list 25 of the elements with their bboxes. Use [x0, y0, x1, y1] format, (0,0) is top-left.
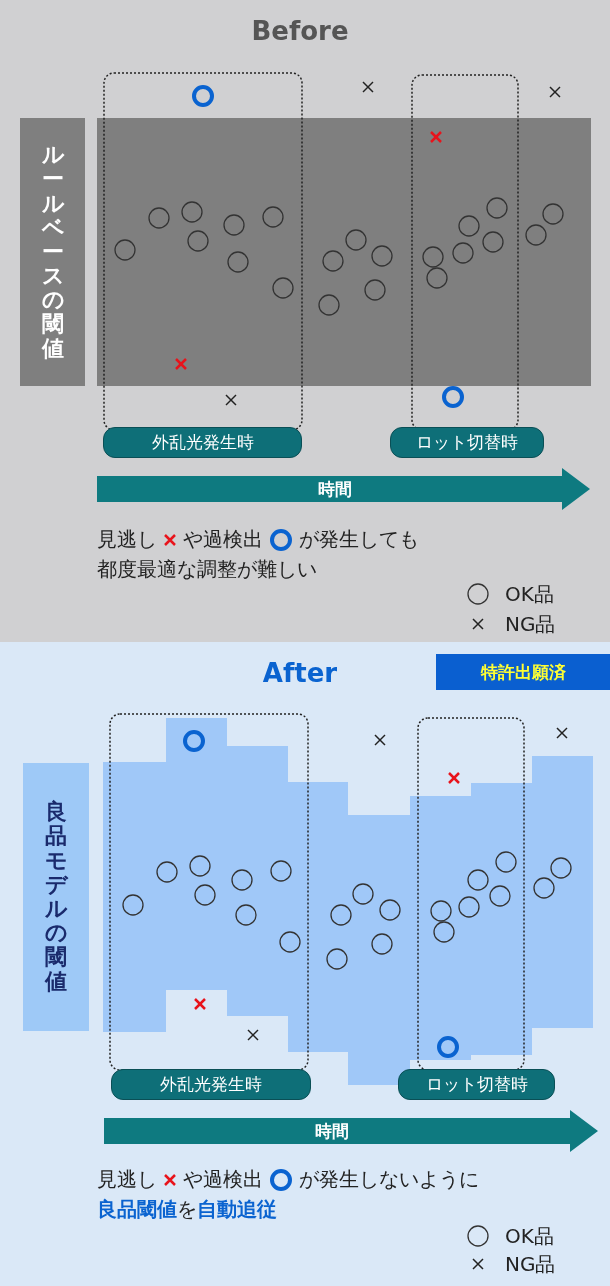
- sentence-text: や過検出: [183, 1166, 263, 1193]
- axis-label: 時間: [317, 478, 353, 501]
- panel-title: Before: [250, 16, 350, 46]
- panel-title: After: [261, 658, 339, 688]
- period-tag: 外乱光発生時: [103, 427, 302, 458]
- sentence-text: 都度最適な調整が難しい: [97, 556, 317, 583]
- legend-label: NG品: [505, 611, 556, 638]
- sentence-text: や過検出: [183, 526, 263, 553]
- legend-label: OK品: [505, 581, 554, 608]
- period-tag: 外乱光発生時: [111, 1069, 311, 1100]
- legend-label: OK品: [505, 1223, 554, 1250]
- period-tag: ロット切替時: [398, 1069, 555, 1100]
- sentence-text: 良品閾値を自動追従: [97, 1196, 277, 1223]
- axis-label: 時間: [314, 1120, 350, 1143]
- sentence-text: が発生しないように: [299, 1166, 479, 1193]
- sentence-text: が発生しても: [299, 526, 419, 553]
- sentence-text: 見逃し: [97, 526, 157, 553]
- threshold-label: 良品モデルの閾値: [45, 800, 67, 994]
- legend-label: NG品: [505, 1251, 556, 1278]
- sentence-text: 見逃し: [97, 1166, 157, 1193]
- status-badge: 特許出願済: [436, 654, 610, 690]
- label-box: [23, 763, 89, 1031]
- label-box: [20, 118, 85, 386]
- threshold-label: ルールベースの閾値: [41, 143, 64, 361]
- period-tag: ロット切替時: [390, 427, 544, 458]
